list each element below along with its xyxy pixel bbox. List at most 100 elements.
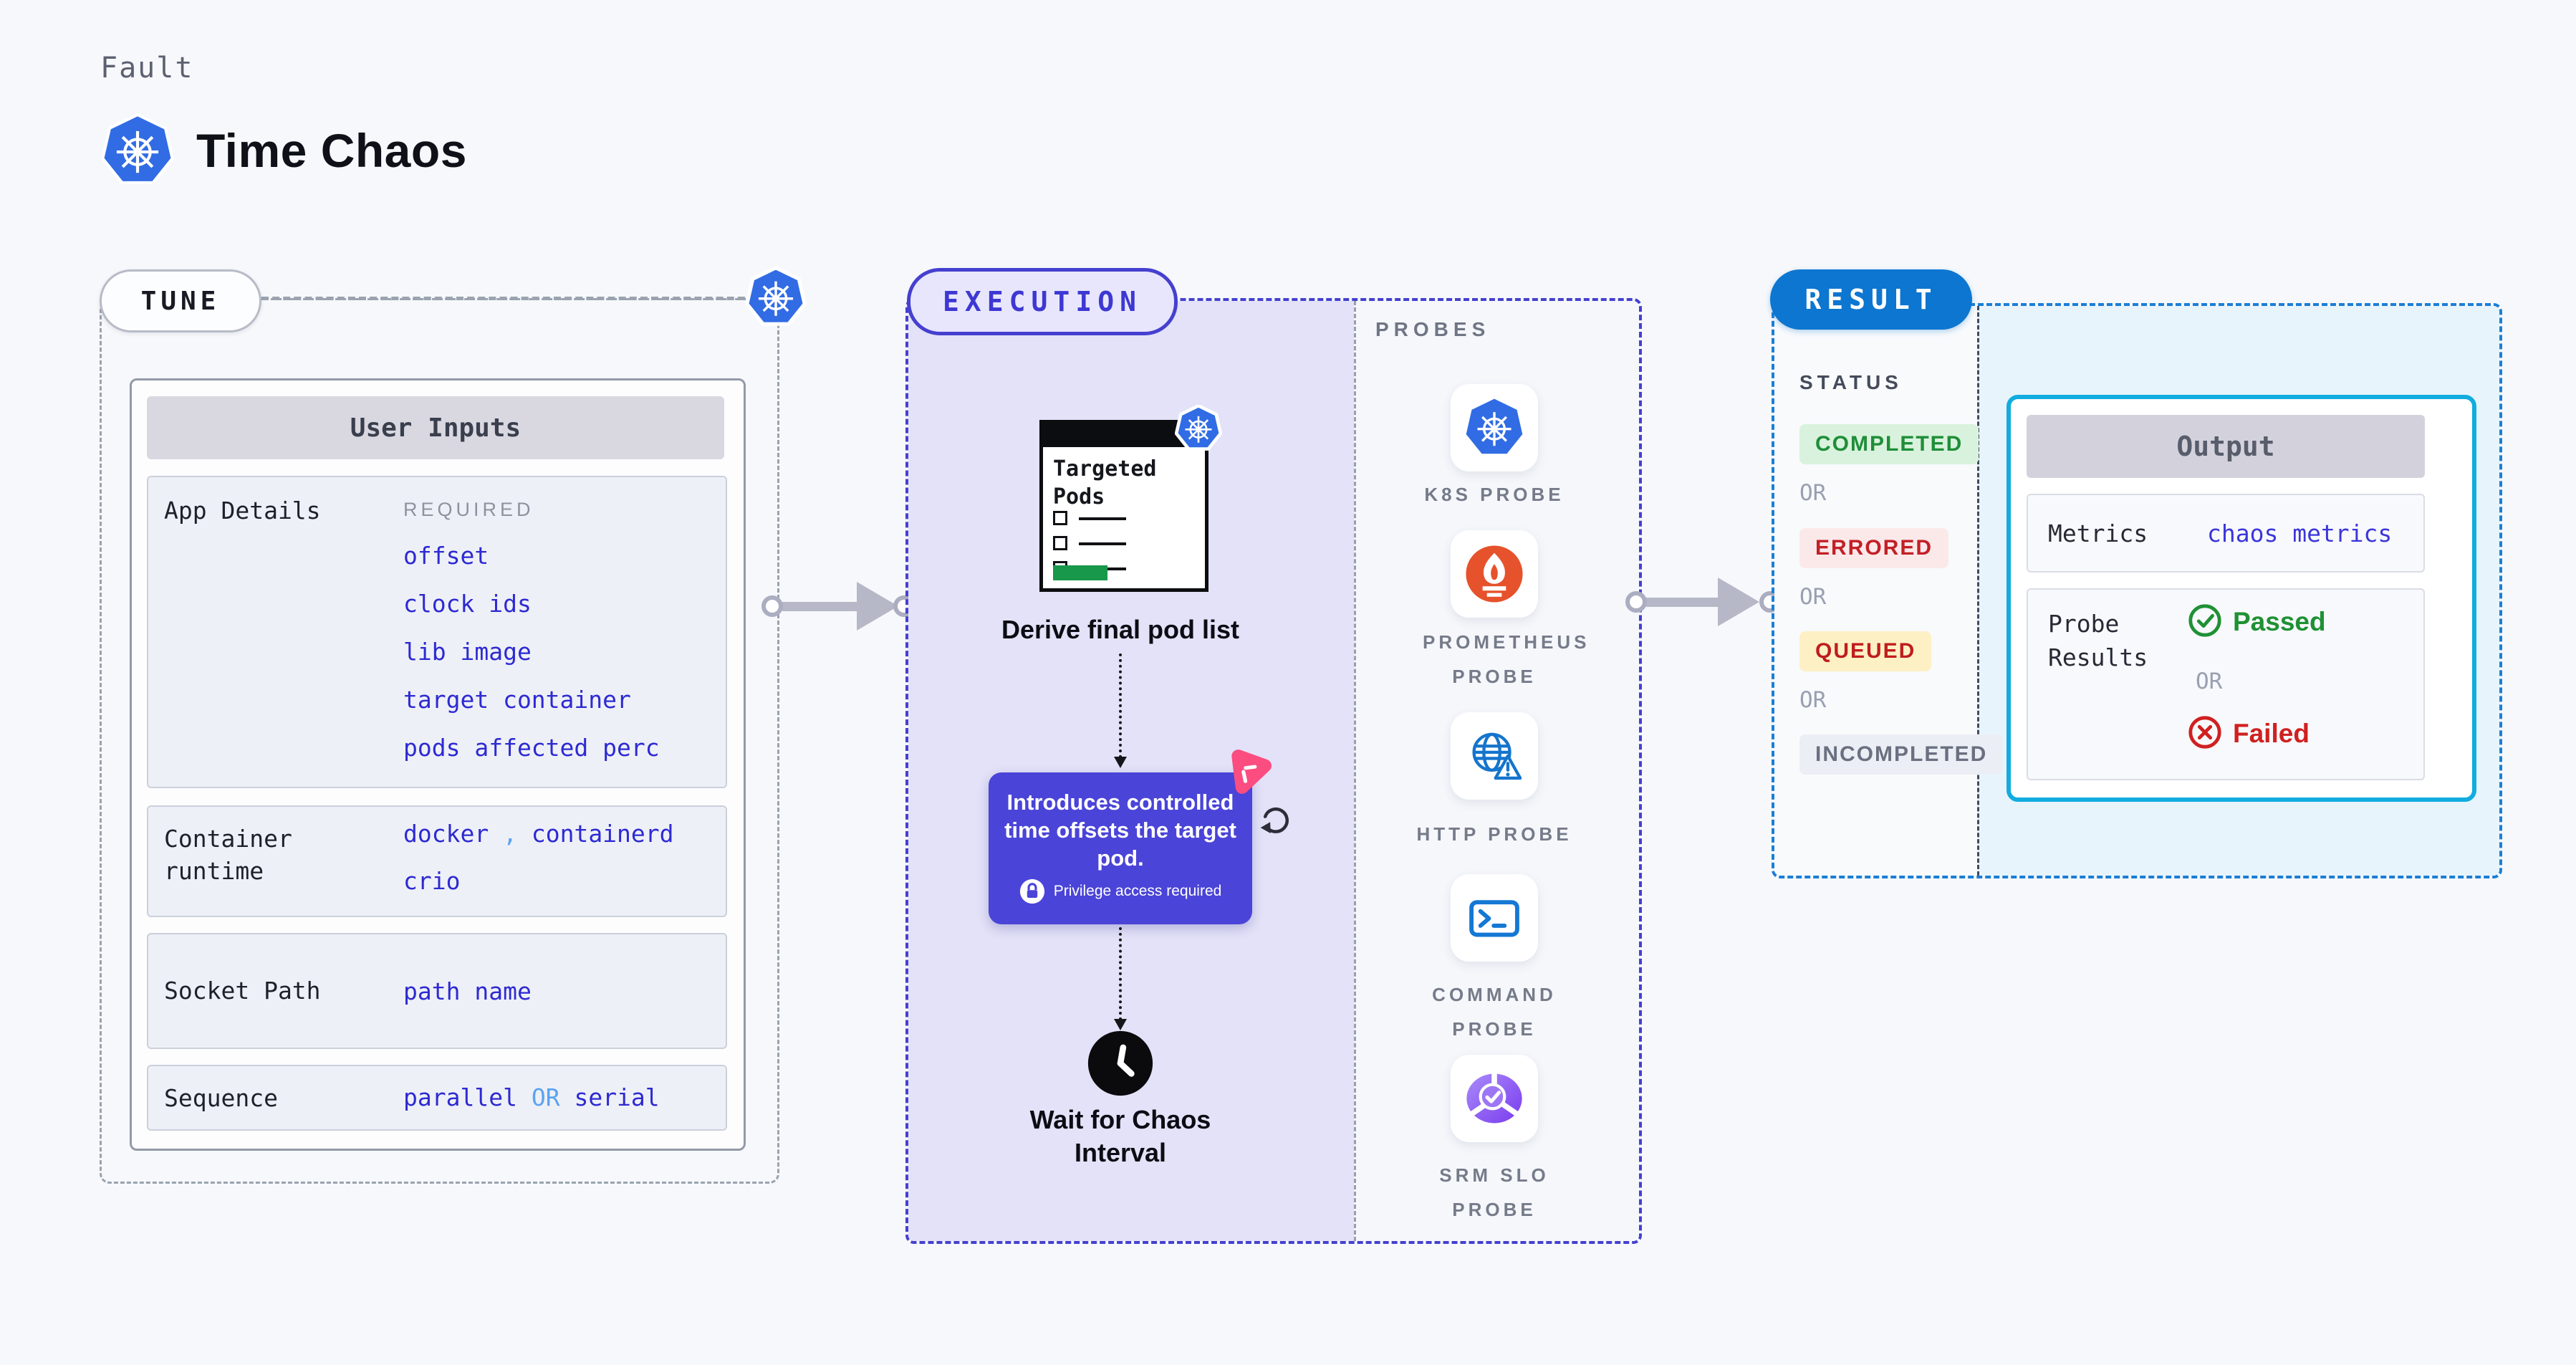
http-probe-label: HTTP PROBE bbox=[1416, 823, 1572, 845]
or-separator: OR bbox=[531, 1083, 560, 1111]
pod-list-item bbox=[1053, 536, 1182, 552]
slo-donut-icon bbox=[1466, 1072, 1522, 1124]
progress-bar bbox=[1053, 565, 1107, 580]
value-target-container: target container bbox=[403, 686, 631, 714]
lock-icon bbox=[1019, 878, 1044, 904]
metrics-value: chaos metrics bbox=[2207, 519, 2393, 547]
refresh-loop-icon bbox=[1256, 801, 1295, 840]
privilege-note-text: Privilege access required bbox=[1053, 883, 1222, 899]
value-pods-affected-perc: pods affected perc bbox=[403, 734, 660, 762]
failed-label: Failed bbox=[2233, 719, 2310, 748]
wait-interval-label: Wait for Chaos Interval bbox=[1029, 1105, 1211, 1167]
passed-label: Passed bbox=[2233, 607, 2326, 636]
arrow-head bbox=[857, 582, 898, 631]
pod-list-item bbox=[1053, 511, 1182, 527]
list-line bbox=[1079, 542, 1126, 545]
socket-path-row: Socket Path path name bbox=[147, 933, 727, 1049]
http-globe-icon bbox=[1472, 732, 1522, 780]
targeted-pods-illustration: Targeted Pods bbox=[1039, 404, 1223, 592]
dotted-arrow-head bbox=[1114, 757, 1127, 768]
output-header: Output bbox=[2027, 415, 2425, 478]
list-line bbox=[1079, 517, 1126, 520]
targeted-pods-title: Targeted Pods bbox=[1053, 456, 1157, 509]
kubernetes-icon bbox=[1466, 398, 1523, 454]
dotted-arrow-head bbox=[1114, 1019, 1127, 1030]
probes-divider bbox=[1354, 301, 1356, 1241]
value-crio: crio bbox=[403, 867, 461, 895]
checkbox-icon bbox=[1053, 536, 1067, 550]
or-label: OR bbox=[1799, 687, 1827, 713]
srm-slo-probe-card bbox=[1451, 1055, 1538, 1142]
status-badge-errored: ERRORED bbox=[1799, 528, 1949, 568]
prometheus-probe-card bbox=[1451, 530, 1538, 618]
dotted-flow-arrow bbox=[1119, 927, 1122, 1020]
prometheus-icon bbox=[1466, 545, 1523, 603]
value-offset: offset bbox=[403, 542, 489, 570]
arrow-tune-to-execution bbox=[782, 602, 862, 611]
socket-path-label: Socket Path bbox=[164, 977, 321, 1005]
or-label: OR bbox=[1799, 584, 1827, 610]
status-badge-incompleted: INCOMPLETED bbox=[1799, 734, 2004, 775]
check-circle-icon bbox=[2187, 603, 2223, 638]
arrow-execution-to-result bbox=[1646, 598, 1724, 607]
probes-title: PROBES bbox=[1375, 318, 1491, 340]
k8s-probe-label: K8S PROBE bbox=[1424, 484, 1565, 505]
probe-results-row: Probe Results Passed OR Failed bbox=[2027, 588, 2425, 780]
fault-eyebrow: Fault bbox=[100, 52, 194, 85]
connector-dot bbox=[1625, 591, 1647, 613]
command-probe-label: COMMAND PROBE bbox=[1432, 984, 1557, 1040]
kubernetes-icon bbox=[1174, 404, 1223, 452]
status-badge-completed: COMPLETED bbox=[1799, 424, 1979, 464]
execution-section-pill: EXECUTION bbox=[907, 268, 1178, 335]
status-badge-queued: QUEUED bbox=[1799, 631, 1932, 671]
chaos-fault-icon bbox=[1218, 745, 1275, 803]
kubernetes-icon bbox=[745, 266, 807, 328]
value-serial: serial bbox=[574, 1083, 660, 1111]
sequence-label: Sequence bbox=[164, 1084, 278, 1112]
container-runtime-label: Container runtime bbox=[164, 825, 292, 885]
or-label: OR bbox=[2196, 669, 2223, 694]
fault-tooltip: Introduces controlled time offsets the t… bbox=[989, 772, 1252, 924]
value-path-name: path name bbox=[403, 977, 532, 1005]
status-background bbox=[1774, 306, 1977, 876]
value-lib-image: lib image bbox=[403, 638, 532, 666]
required-badge: REQUIRED bbox=[403, 499, 534, 520]
app-details-row: App Details REQUIRED offset clock ids li… bbox=[147, 476, 727, 788]
kubernetes-icon bbox=[100, 113, 175, 188]
user-inputs-header: User Inputs bbox=[147, 396, 724, 459]
or-label: OR bbox=[1799, 480, 1827, 506]
k8s-probe-card bbox=[1451, 384, 1538, 471]
page-title: Time Chaos bbox=[196, 124, 467, 177]
tune-section-box bbox=[100, 298, 779, 1184]
x-circle-icon bbox=[2187, 714, 2223, 750]
tooltip-text: Introduces controlled time offsets the t… bbox=[1004, 790, 1236, 871]
connector-dot bbox=[761, 595, 783, 617]
privilege-note: Privilege access required bbox=[989, 878, 1252, 904]
sequence-values: parallel OR serial bbox=[403, 1083, 660, 1111]
terminal-icon bbox=[1469, 900, 1519, 937]
value-parallel: parallel bbox=[403, 1083, 517, 1111]
arrow-head bbox=[1718, 578, 1759, 626]
sequence-row: Sequence parallel OR serial bbox=[147, 1065, 727, 1131]
container-runtime-row: Container runtime docker , containerd cr… bbox=[147, 805, 727, 917]
http-probe-card bbox=[1451, 712, 1538, 800]
probe-results-label: Probe Results bbox=[2048, 610, 2148, 671]
metrics-row: Metrics chaos metrics bbox=[2027, 494, 2425, 573]
tune-section-pill: TUNE bbox=[100, 269, 261, 332]
result-section-pill: RESULT bbox=[1770, 269, 1972, 330]
srm-slo-probe-label: SRM SLO PROBE bbox=[1439, 1164, 1549, 1220]
value-clock-ids: clock ids bbox=[403, 590, 532, 618]
output-card: Output Metrics chaos metrics Probe Resul… bbox=[2007, 395, 2476, 802]
status-title: STATUS bbox=[1799, 371, 1903, 393]
checkbox-icon bbox=[1053, 511, 1067, 525]
comma-separator: , bbox=[503, 820, 517, 848]
value-containerd: containerd bbox=[531, 820, 674, 848]
metrics-label: Metrics bbox=[2048, 519, 2148, 547]
container-runtime-values: docker , containerd bbox=[403, 820, 674, 848]
value-docker: docker bbox=[403, 820, 489, 848]
clock-icon bbox=[1086, 1029, 1155, 1098]
prometheus-probe-label: PROMETHEUS PROBE bbox=[1423, 631, 1590, 687]
dotted-flow-arrow bbox=[1119, 653, 1122, 758]
command-probe-card bbox=[1451, 874, 1538, 962]
